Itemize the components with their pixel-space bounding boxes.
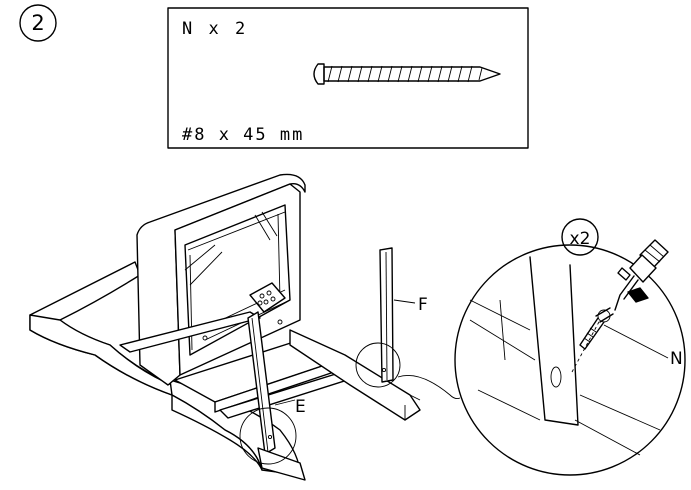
screw-n: [579, 307, 614, 350]
step-number-badge: 2: [19, 4, 57, 42]
detail-markers: [239, 299, 461, 465]
multiplier-label: x2: [570, 229, 591, 249]
wood-screw-icon: [313, 63, 501, 85]
screw-hole: [550, 366, 562, 388]
leader-f: [393, 299, 416, 304]
parts-size-label: #8 x 45 mm: [182, 125, 304, 145]
leader-e: [274, 399, 296, 406]
quantity-badge: x2: [561, 218, 599, 256]
parts-quantity-label: N x 2: [182, 19, 248, 39]
step-circle: [19, 4, 57, 42]
apron-rail-left: [119, 311, 261, 353]
magnified-detail: [454, 244, 686, 476]
parts-box-frame: [167, 7, 529, 149]
label-f: F: [418, 295, 428, 315]
detail-circle-f: [355, 342, 401, 388]
leg-e: [247, 311, 276, 455]
x2-circle: [561, 218, 599, 256]
step-number: 2: [31, 11, 44, 35]
leader-n: [603, 324, 669, 359]
chair-upside-down: [29, 173, 421, 481]
label-n: N: [670, 349, 683, 369]
magnify-circle: [454, 244, 686, 476]
parts-box: N x 2 #8 x 45 mm: [167, 7, 529, 149]
screwdriver-icon: [614, 239, 669, 311]
detail-circle-e: [239, 407, 297, 465]
label-e: E: [295, 397, 306, 417]
